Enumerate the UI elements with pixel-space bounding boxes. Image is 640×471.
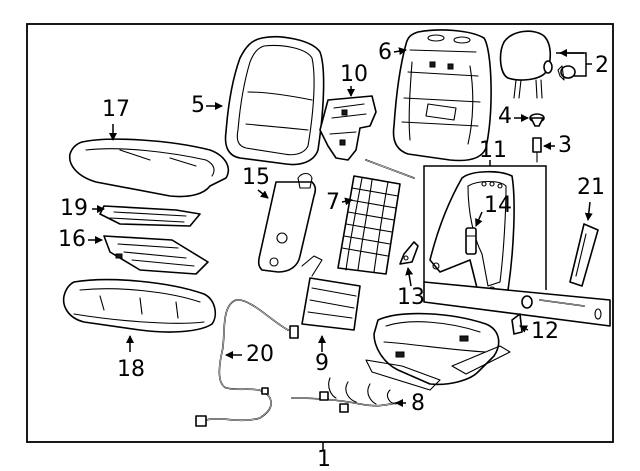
part-6-seatback-cushion <box>392 29 492 162</box>
callout-11: 11 <box>479 138 507 163</box>
callout-2: 2 <box>595 53 609 78</box>
callout-15-leader <box>257 189 269 199</box>
callout-13-leader <box>405 267 414 287</box>
callout-21-leader <box>584 201 593 221</box>
part-rod <box>365 159 415 179</box>
part-4-guide-cap <box>529 113 545 127</box>
part-13-bracket <box>399 241 419 265</box>
callout-19: 19 <box>60 196 88 221</box>
part-18-cushion-pad <box>62 278 217 333</box>
callout-21: 21 <box>577 175 605 200</box>
part-rails <box>423 281 611 327</box>
callout-16: 16 <box>58 227 86 252</box>
callout-15: 15 <box>242 165 270 190</box>
callout-12-leader <box>519 325 529 333</box>
callout-17: 17 <box>102 97 130 122</box>
part-21-trim <box>569 223 599 287</box>
callout-18: 18 <box>117 357 145 382</box>
part-19-heater-pad <box>99 205 201 227</box>
part-2-headrest <box>499 30 576 99</box>
callout-7: 7 <box>326 190 340 215</box>
callout-12: 12 <box>531 319 559 344</box>
callout-6: 6 <box>378 40 392 65</box>
part-16-sensor-mat <box>103 235 209 275</box>
part-3-guide <box>532 137 542 163</box>
part-9-seat-pan <box>301 255 361 331</box>
part-14-motor <box>465 227 477 255</box>
part-10-lumbar <box>319 95 377 161</box>
part-12-clip <box>511 313 523 335</box>
part-15-back-panel <box>257 172 317 273</box>
callout-10: 10 <box>340 62 368 87</box>
callout-20: 20 <box>246 342 274 367</box>
callout-14-leader <box>475 211 483 227</box>
callout-6-leader <box>393 47 407 56</box>
callout-3: 3 <box>558 133 572 158</box>
callout-8: 8 <box>411 391 425 416</box>
part-seat-adjuster <box>365 312 511 391</box>
diagram-frame <box>26 23 614 443</box>
callout-7-leader <box>341 197 353 206</box>
part-20-harness <box>195 299 299 427</box>
callout-4: 4 <box>498 104 512 129</box>
part-8-lower-harness <box>291 377 401 413</box>
callout-1: 1 <box>317 447 331 471</box>
callout-14: 14 <box>484 193 512 218</box>
callout-9: 9 <box>315 351 329 376</box>
callout-13: 13 <box>397 285 425 310</box>
callout-5: 5 <box>191 93 205 118</box>
part-7-suspension <box>337 175 401 275</box>
part-5-seatback-cover <box>224 35 325 166</box>
callout-11-box <box>423 165 547 290</box>
part-17-cushion-cover <box>68 138 230 198</box>
